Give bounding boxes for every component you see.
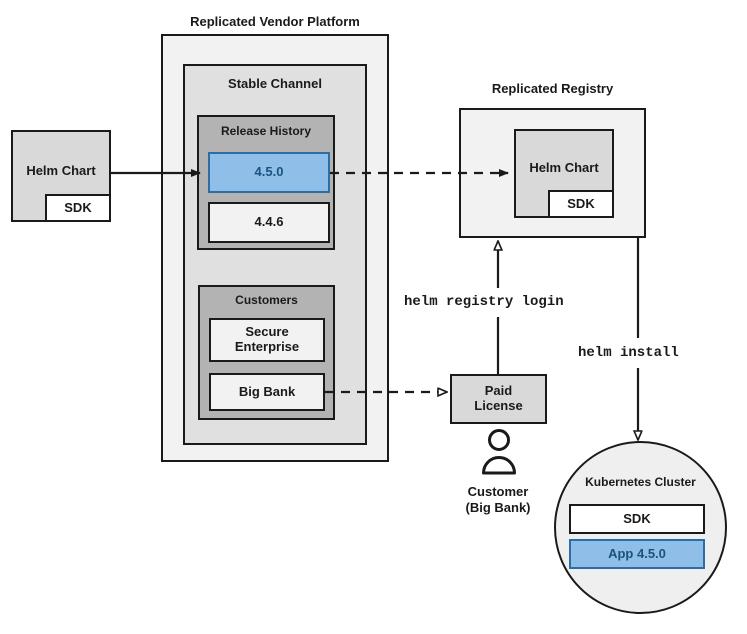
customer-secure-enterprise-line1: Secure bbox=[245, 324, 289, 340]
release-item-4-5-0[interactable]: 4.5.0 bbox=[208, 152, 330, 193]
cluster-sdk-box[interactable]: SDK bbox=[569, 504, 705, 534]
release-history-label: Release History bbox=[220, 124, 312, 138]
release-item-4-4-6[interactable]: 4.4.6 bbox=[208, 202, 330, 243]
person-label-line2: (Big Bank) bbox=[465, 500, 531, 515]
stable-channel-label: Stable Channel bbox=[228, 76, 322, 91]
user-icon bbox=[482, 429, 516, 475]
command-helm-registry-login: helm registry login bbox=[404, 294, 564, 310]
customer-secure-enterprise-line2: Enterprise bbox=[234, 339, 300, 354]
paid-license-box[interactable]: Paid License bbox=[450, 374, 547, 424]
source-helm-chart-sdk[interactable]: SDK bbox=[45, 194, 111, 222]
kubernetes-cluster-label: Kubernetes Cluster bbox=[585, 475, 696, 489]
registry-title: Replicated Registry bbox=[491, 81, 614, 96]
customer-item-secure-enterprise[interactable]: Secure Enterprise bbox=[209, 318, 325, 362]
person-label-line1: Customer bbox=[467, 484, 529, 499]
customers-label: Customers bbox=[235, 293, 298, 307]
customer-item-big-bank[interactable]: Big Bank bbox=[209, 373, 325, 411]
vendor-platform-title: Replicated Vendor Platform bbox=[190, 14, 360, 29]
cluster-app-box[interactable]: App 4.5.0 bbox=[569, 539, 705, 569]
registry-helm-chart-sdk[interactable]: SDK bbox=[548, 190, 614, 218]
paid-license-line1: Paid bbox=[484, 383, 513, 399]
paid-license-line2: License bbox=[474, 398, 523, 413]
command-helm-install: helm install bbox=[578, 345, 679, 361]
